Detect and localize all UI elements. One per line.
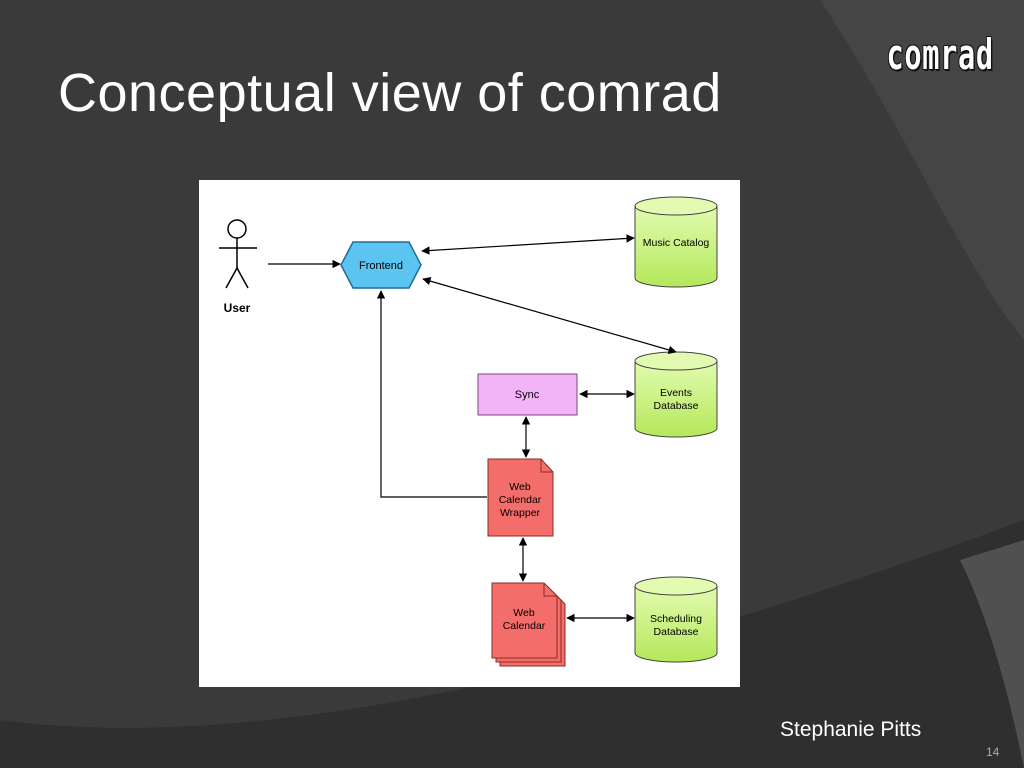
architecture-diagram: User Frontend Music Catalog Events Datab… [199,180,740,687]
frontend-label: Frontend [359,260,403,272]
slide-title: Conceptual view of comrad [58,63,722,123]
user-label: User [224,301,251,315]
scheduling-database-label-line2: Database [654,626,699,638]
wrapper-label-line1: Web [509,481,531,493]
events-database [634,351,718,438]
web-calendar-wrapper-node [487,458,554,537]
web-calendar-node [491,582,566,667]
comrad-logo: comrad [886,30,994,79]
frontend-music-catalog-arrow [421,234,635,255]
user-actor [219,219,257,289]
wrapper-label-line3: Wrapper [500,507,541,519]
page-number: 14 [986,745,1000,759]
wrapper-to-frontend-arrow [376,290,487,498]
web-calendar-label-line1: Web [513,607,535,619]
events-database-label-line1: Events [660,387,692,399]
sync-node [477,373,578,416]
events-database-label-line2: Database [654,400,699,412]
author-name: Stephanie Pitts [780,718,922,741]
web-calendar-label-line2: Calendar [503,620,546,632]
wrapper-label-line2: Calendar [499,494,542,506]
scheduling-database-label-line1: Scheduling [650,613,702,625]
frontend-node [340,241,422,289]
frontend-events-database-arrow [422,277,677,354]
music-catalog-label: Music Catalog [643,237,710,249]
sync-label: Sync [515,389,540,401]
scheduling-database [634,576,718,663]
